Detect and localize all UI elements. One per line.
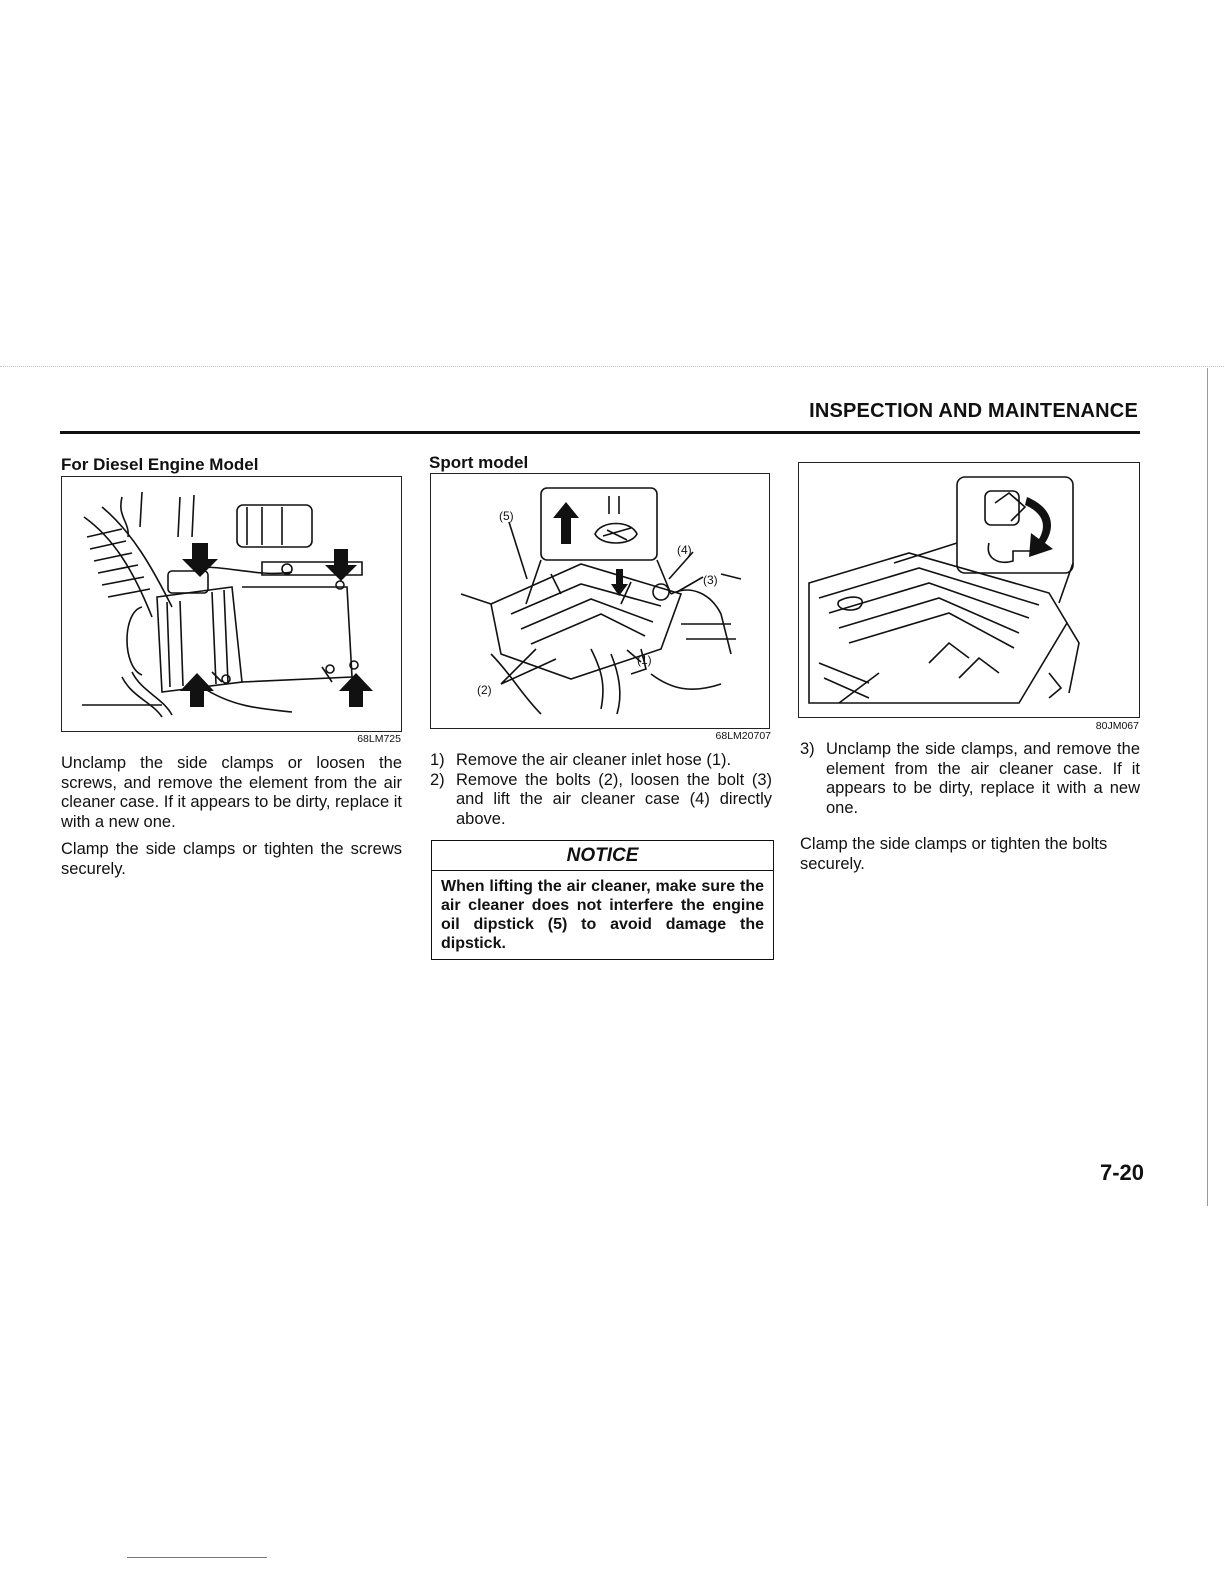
sport-air-cleaner-illustration: (5) (4) (3) (1) (2) — [460, 487, 742, 715]
step-text: Remove the air cleaner inlet hose (1). — [456, 751, 732, 769]
diesel-air-cleaner-figure — [61, 476, 402, 732]
diesel-paragraph-clamp: Clamp the side clamps or tighten the scr… — [61, 840, 402, 878]
sport-model-heading: Sport model — [429, 453, 529, 472]
sport-air-cleaner-figure: (5) (4) (3) (1) (2) — [430, 473, 770, 729]
scan-dotted-line — [0, 366, 1224, 367]
clamp-figure-code: 80JM067 — [1095, 720, 1139, 732]
label-4: (4) — [677, 543, 692, 557]
right-steps-list: 3) Unclamp the side clamps, and remove t… — [800, 740, 1140, 818]
air-cleaner-clamp-figure — [798, 462, 1140, 718]
diesel-figure-code: 68LM725 — [357, 733, 401, 745]
notice-box: NOTICE When lifting the air cleaner, mak… — [431, 840, 774, 960]
right-paragraph-clamp: Clamp the side clamps or tighten the bol… — [800, 835, 1108, 873]
step-text: Remove the bolts (2), loosen the bolt (3… — [456, 770, 772, 828]
notice-body: When lifting the air cleaner, make sure … — [441, 878, 764, 952]
list-item: 2) Remove the bolts (2), loosen the bolt… — [430, 771, 772, 830]
header-rule — [60, 431, 1140, 434]
step-text: Unclamp the side clamps, and remove the … — [826, 740, 1140, 817]
notice-title: NOTICE — [432, 841, 773, 871]
label-2: (2) — [477, 683, 492, 697]
sport-figure-code: 68LM20707 — [715, 730, 771, 742]
step-number: 3) — [800, 740, 815, 758]
step-number: 2) — [430, 770, 445, 789]
label-5: (5) — [499, 509, 514, 523]
air-cleaner-clamp-illustration — [808, 476, 1080, 704]
diesel-paragraph-unclamp: Unclamp the side clamps or loosen the sc… — [61, 754, 402, 831]
sport-steps-list: 1) Remove the air cleaner inlet hose (1)… — [430, 751, 772, 829]
list-item: 1) Remove the air cleaner inlet hose (1)… — [430, 751, 772, 771]
diesel-air-cleaner-illustration — [82, 491, 373, 718]
page-number: 7-20 — [1099, 1160, 1144, 1185]
step-number: 1) — [430, 751, 445, 769]
label-3: (3) — [703, 573, 718, 587]
bottom-link-underline — [127, 1557, 267, 1558]
label-1: (1) — [637, 653, 652, 667]
section-title: INSPECTION AND MAINTENANCE — [809, 400, 1138, 422]
diesel-model-heading: For Diesel Engine Model — [61, 455, 259, 474]
list-item: 3) Unclamp the side clamps, and remove t… — [800, 740, 1140, 818]
page-edge-line — [1207, 368, 1208, 1206]
